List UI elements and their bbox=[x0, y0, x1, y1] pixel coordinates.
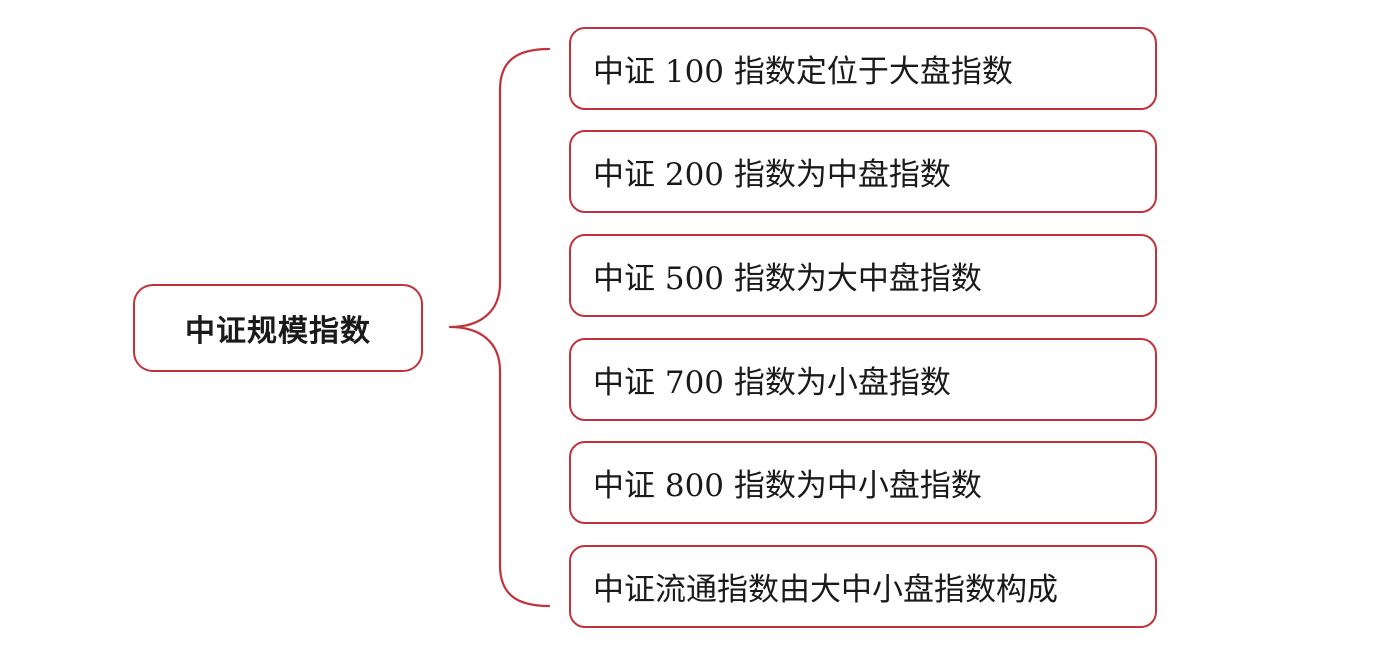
branch-node-csi500: 中证 500 指数为大中盘指数 bbox=[569, 234, 1157, 317]
branch-node-csi800: 中证 800 指数为中小盘指数 bbox=[569, 441, 1157, 524]
branch-label: 中证 800 指数为中小盘指数 bbox=[593, 468, 982, 504]
branch-label: 中证 500 指数为大中盘指数 bbox=[593, 261, 982, 297]
root-label: 中证规模指数 bbox=[185, 314, 371, 349]
branch-label: 中证 200 指数为中盘指数 bbox=[593, 157, 951, 193]
branch-node-csi100: 中证 100 指数定位于大盘指数 bbox=[569, 27, 1157, 110]
brace-curve bbox=[448, 47, 551, 608]
branch-node-csi700: 中证 700 指数为小盘指数 bbox=[569, 338, 1157, 421]
branch-node-csi-liquid: 中证流通指数由大中小盘指数构成 bbox=[569, 545, 1157, 628]
branch-label: 中证流通指数由大中小盘指数构成 bbox=[593, 572, 1058, 608]
branch-node-csi200: 中证 200 指数为中盘指数 bbox=[569, 130, 1157, 213]
root-node: 中证规模指数 bbox=[133, 284, 423, 372]
branch-label: 中证 700 指数为小盘指数 bbox=[593, 365, 951, 401]
branch-label: 中证 100 指数定位于大盘指数 bbox=[593, 54, 1013, 90]
